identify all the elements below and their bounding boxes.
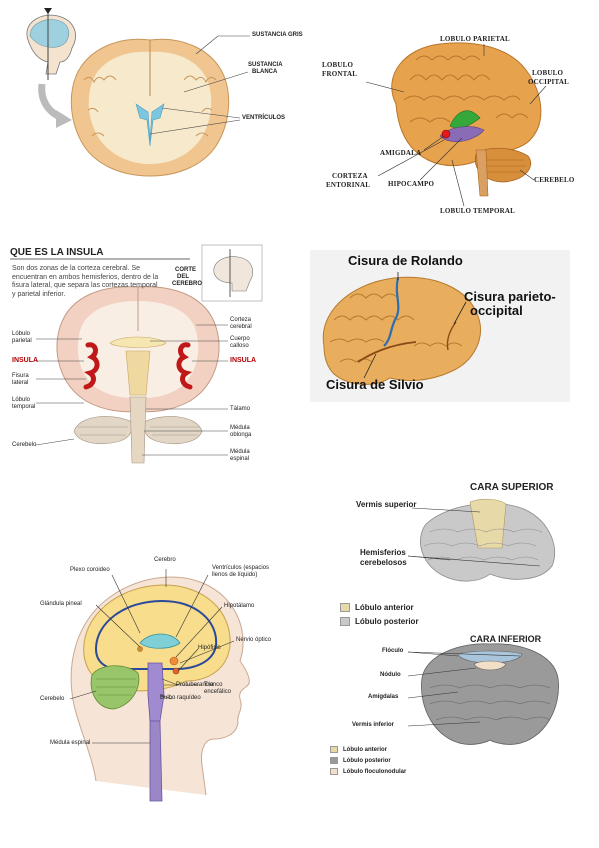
label-hemisferios-2: cerebelosos bbox=[360, 558, 407, 567]
label-lobulo-parietal-2: parietal bbox=[12, 338, 32, 344]
label-tronco-1: Tronco bbox=[204, 682, 223, 688]
sagittal-head-illustration bbox=[69, 569, 250, 802]
label-hipotalamo: Hipotálamo bbox=[224, 603, 255, 609]
label-insula-left: INSULA bbox=[12, 357, 39, 364]
label-bulbo-raquideo: Bulbo raquídeo bbox=[160, 695, 201, 701]
label-hemisferios-1: Hemisferios bbox=[360, 548, 406, 557]
legend-label: Lóbulo posterior bbox=[343, 757, 391, 764]
label-talamo: Tálamo bbox=[230, 406, 251, 412]
title-cara-superior: CARA SUPERIOR bbox=[470, 482, 554, 493]
label-medula-espinal-2: espinal bbox=[230, 456, 250, 462]
label-floculo: Flóculo bbox=[382, 648, 404, 654]
label-lobulo-parietal: LOBULO PARIETAL bbox=[440, 35, 510, 43]
label-ventriculos-1: Ventrículos (espacios bbox=[212, 565, 270, 571]
label-cisura-parieto-2: occipital bbox=[470, 303, 523, 318]
legend-top-posterior: Lóbulo posterior bbox=[340, 617, 419, 626]
legend-label: Lóbulo anterior bbox=[343, 746, 387, 753]
label-vermis-inferior: Vermis inferior bbox=[352, 722, 395, 728]
cerebellum-illustration bbox=[407, 498, 559, 745]
label-corteza-2: cerebral bbox=[230, 324, 252, 330]
label-medula-espinal-1: Médula bbox=[230, 449, 250, 455]
label-nodulo: Nódulo bbox=[380, 672, 401, 678]
label-amigdalas: Amígdalas bbox=[368, 694, 399, 700]
legend-swatch bbox=[340, 603, 350, 612]
brain-lobes-illustration bbox=[365, 42, 547, 207]
legend-bottom-anterior: Lóbulo anterior bbox=[330, 746, 387, 753]
label-fisura-1: Fisura bbox=[12, 373, 29, 379]
label-protuberancia: Protuberancia bbox=[176, 682, 214, 688]
label-lobulo-temporal-2: temporal bbox=[12, 404, 36, 410]
legend-swatch bbox=[330, 757, 338, 764]
label-sustancia-blanca-2: BLANCA bbox=[252, 69, 278, 75]
label-sustancia-blanca-1: SUSTANCIA bbox=[248, 62, 283, 68]
panel-brain-lobes: LOBULO FRONTAL LOBULO PARIETAL LOBULO OC… bbox=[300, 0, 599, 230]
label-sustancia-gris: SUSTANCIA GRIS bbox=[252, 32, 303, 38]
inset-label-1: CORTE bbox=[175, 267, 196, 273]
label-fisura-2: lateral bbox=[12, 380, 29, 386]
insula-title: QUE ES LA INSULA bbox=[10, 247, 104, 258]
label-corteza-entorinal-1: CORTEZA bbox=[332, 172, 368, 180]
label-nervio-optico: Nervio óptico bbox=[236, 637, 272, 643]
insula-description: Son dos zonas de la corteza cerebral. Se… bbox=[12, 265, 159, 298]
insula-illustration bbox=[10, 244, 263, 464]
legend-bottom-floculonodular: Lóbulo floculonodular bbox=[330, 768, 406, 775]
label-tronco-2: encefálico bbox=[204, 689, 232, 695]
label-cerebelo-sagittal: Cerebelo bbox=[40, 696, 65, 702]
coronal-section-illustration bbox=[26, 8, 250, 177]
label-vermis-superior: Vermis superior bbox=[356, 500, 417, 509]
label-medula-oblonga-1: Médula bbox=[230, 425, 250, 431]
label-ventriculos-2: llenos de líquido) bbox=[212, 572, 258, 578]
label-lobulo-frontal-1: LOBULO bbox=[322, 61, 354, 69]
legend-swatch bbox=[340, 617, 350, 626]
label-insula-right: INSULA bbox=[230, 357, 257, 364]
label-medula-espinal: Médula espinal bbox=[50, 740, 91, 746]
label-corteza-1: Corteza bbox=[230, 317, 252, 323]
label-cerebro: Cerebro bbox=[154, 557, 176, 563]
panel-coronal-section: SUSTANCIA GRIS SUSTANCIA BLANCA VENTRÍCU… bbox=[0, 0, 303, 210]
panel-sagittal-head: Cerebro Plexo coroideo Ventrículos (espa… bbox=[0, 545, 300, 805]
label-plexo-coroideo: Plexo coroideo bbox=[70, 567, 110, 573]
label-medula-oblonga-2: oblonga bbox=[230, 432, 252, 438]
legend-bottom-posterior: Lóbulo posterior bbox=[330, 757, 391, 764]
inset-label-2: DEL bbox=[177, 274, 189, 280]
label-amigdala: AMIGDALA bbox=[380, 149, 422, 157]
label-lobulo-parietal-1: Lóbulo bbox=[12, 331, 31, 337]
panel-insula: QUE ES LA INSULA Son dos zonas de la bbox=[0, 235, 300, 475]
label-cerebelo-insula: Cerebelo bbox=[12, 442, 37, 448]
label-lobulo-occipital-1: LOBULO bbox=[532, 69, 564, 77]
label-ventriculos: VENTRÍCULOS bbox=[242, 115, 286, 121]
label-lobulo-occipital-2: OCCIPITAL bbox=[528, 78, 569, 86]
label-hipocampo: HIPOCAMPO bbox=[388, 180, 435, 188]
label-cuerpo-1: Cuerpo bbox=[230, 336, 250, 342]
legend-swatch bbox=[330, 746, 338, 753]
label-hipofisis: Hipófisis bbox=[198, 645, 221, 651]
label-cisura-rolando: Cisura de Rolando bbox=[348, 253, 463, 268]
label-corteza-entorinal-2: ENTORINAL bbox=[326, 181, 371, 189]
legend-label: Lóbulo floculonodular bbox=[343, 768, 407, 775]
label-glandula-pineal: Glándula pineal bbox=[40, 601, 82, 607]
label-cisura-silvio: Cisura de Silvio bbox=[326, 377, 424, 392]
label-cuerpo-2: calloso bbox=[230, 343, 249, 349]
label-cerebelo: CEREBELO bbox=[534, 176, 575, 184]
legend-label: Lóbulo anterior bbox=[355, 603, 414, 612]
cisuras-illustration bbox=[322, 272, 481, 385]
title-cara-inferior: CARA INFERIOR bbox=[470, 634, 542, 644]
label-cisura-parieto-1: Cisura parieto- bbox=[464, 289, 556, 304]
legend-swatch bbox=[330, 768, 338, 775]
inset-label-3: CEREBRO bbox=[172, 281, 203, 287]
label-lobulo-frontal-2: FRONTAL bbox=[322, 70, 358, 78]
legend-label: Lóbulo posterior bbox=[355, 617, 419, 626]
label-lobulo-temporal: LOBULO TEMPORAL bbox=[440, 207, 516, 215]
legend-top-anterior: Lóbulo anterior bbox=[340, 603, 414, 612]
label-lobulo-temporal-1: Lóbulo bbox=[12, 397, 31, 403]
panel-cisuras: Cisura de Rolando Cisura parieto- occipi… bbox=[310, 250, 570, 402]
panel-cerebellum: CARA SUPERIOR Vermis superior Hemisferio… bbox=[330, 478, 590, 788]
